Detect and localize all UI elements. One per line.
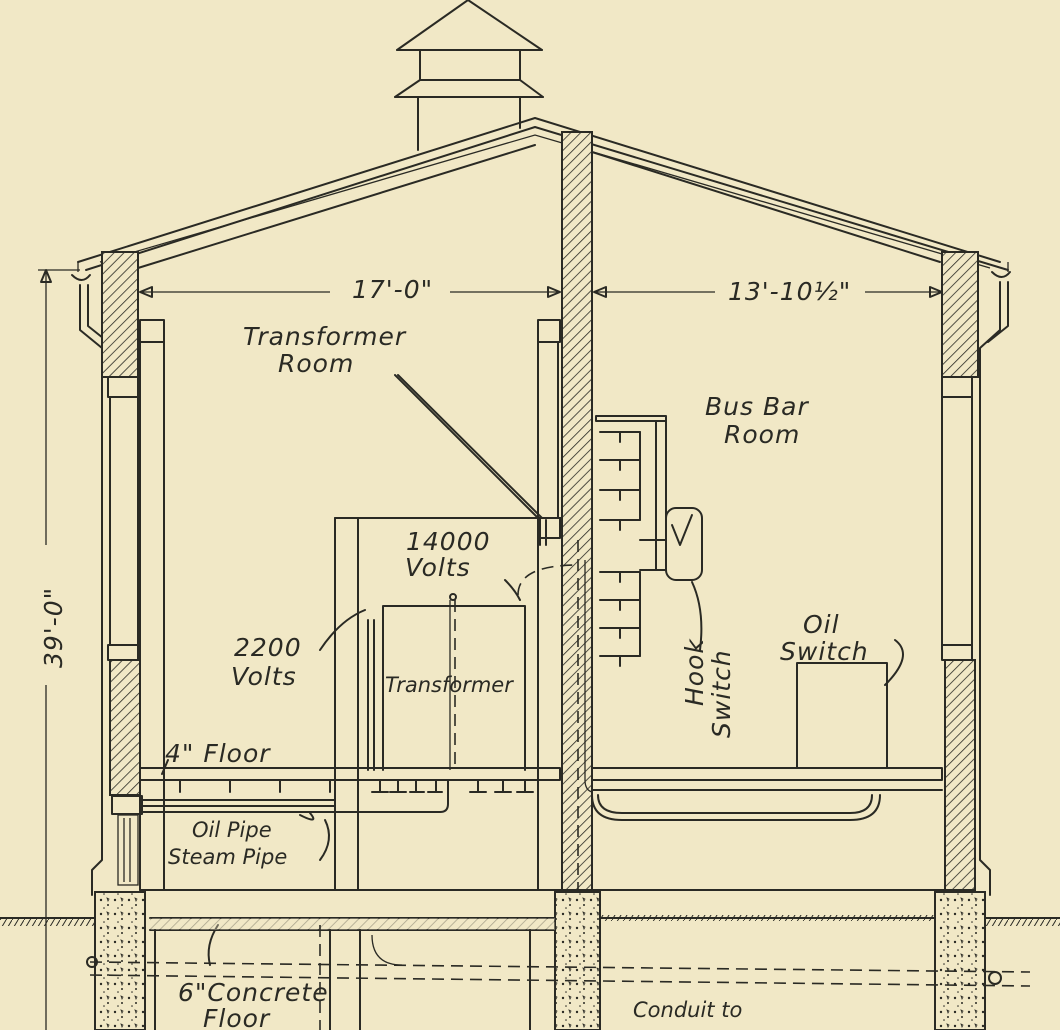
label-concrete-floor-1: 6"Concrete [178, 978, 329, 1007]
right-downspout [979, 271, 1011, 896]
dimension-lines [38, 269, 943, 1030]
left-outer-wall [101, 251, 165, 891]
oil-steam-pipes [111, 779, 449, 815]
floor-joists [179, 779, 534, 793]
right-outer-wall [941, 251, 979, 891]
label-14000-volts-1: 14000 [406, 527, 491, 556]
hv-lead [517, 519, 579, 596]
label-oil-switch-1: Oil [803, 610, 840, 639]
label-14000-volts-2: Volts [405, 553, 471, 582]
roof-ventilator [394, 0, 544, 151]
ground-and-foundation [0, 889, 1060, 1030]
label-transformer: Transformer [385, 673, 514, 697]
label-transformer-room-2: Room [278, 349, 354, 378]
oil-switch [796, 662, 888, 769]
center-dividing-wall [537, 131, 593, 893]
label-hook: Hook [680, 638, 709, 706]
label-bus-bar-room-1: Bus Bar [705, 392, 809, 421]
label-oil-switch-2: Switch [780, 637, 869, 666]
label-transformer-room-1: Transformer [243, 322, 407, 351]
label-bus-bar-room-2: Room [724, 420, 800, 449]
dimension-height: 39'-0" [39, 587, 68, 668]
dimension-bus-bar-room-width: 13'-10½" [728, 277, 851, 306]
label-concrete-floor-2: Floor [203, 1004, 271, 1030]
label-steam-pipe: Steam Pipe [168, 845, 287, 869]
label-4in-floor: 4" Floor [165, 739, 271, 768]
label-conduit: Conduit to [633, 998, 742, 1022]
text-labels: 17'-0" 13'-10½" 39'-0" Transformer Room … [39, 275, 869, 1030]
label-2200-volts-2: Volts [231, 662, 297, 691]
hook-switch [665, 507, 703, 581]
label-oil-pipe: Oil Pipe [192, 818, 272, 842]
roof [77, 117, 1009, 272]
bus-cable-loop [591, 794, 881, 821]
leader-lines [161, 374, 904, 966]
label-switch-hook: Switch [707, 649, 736, 738]
label-2200-volts-1: 2200 [234, 633, 302, 662]
dimension-transformer-room-width: 17'-0" [352, 275, 433, 304]
upper-floor [139, 767, 943, 801]
transformer [367, 593, 526, 771]
